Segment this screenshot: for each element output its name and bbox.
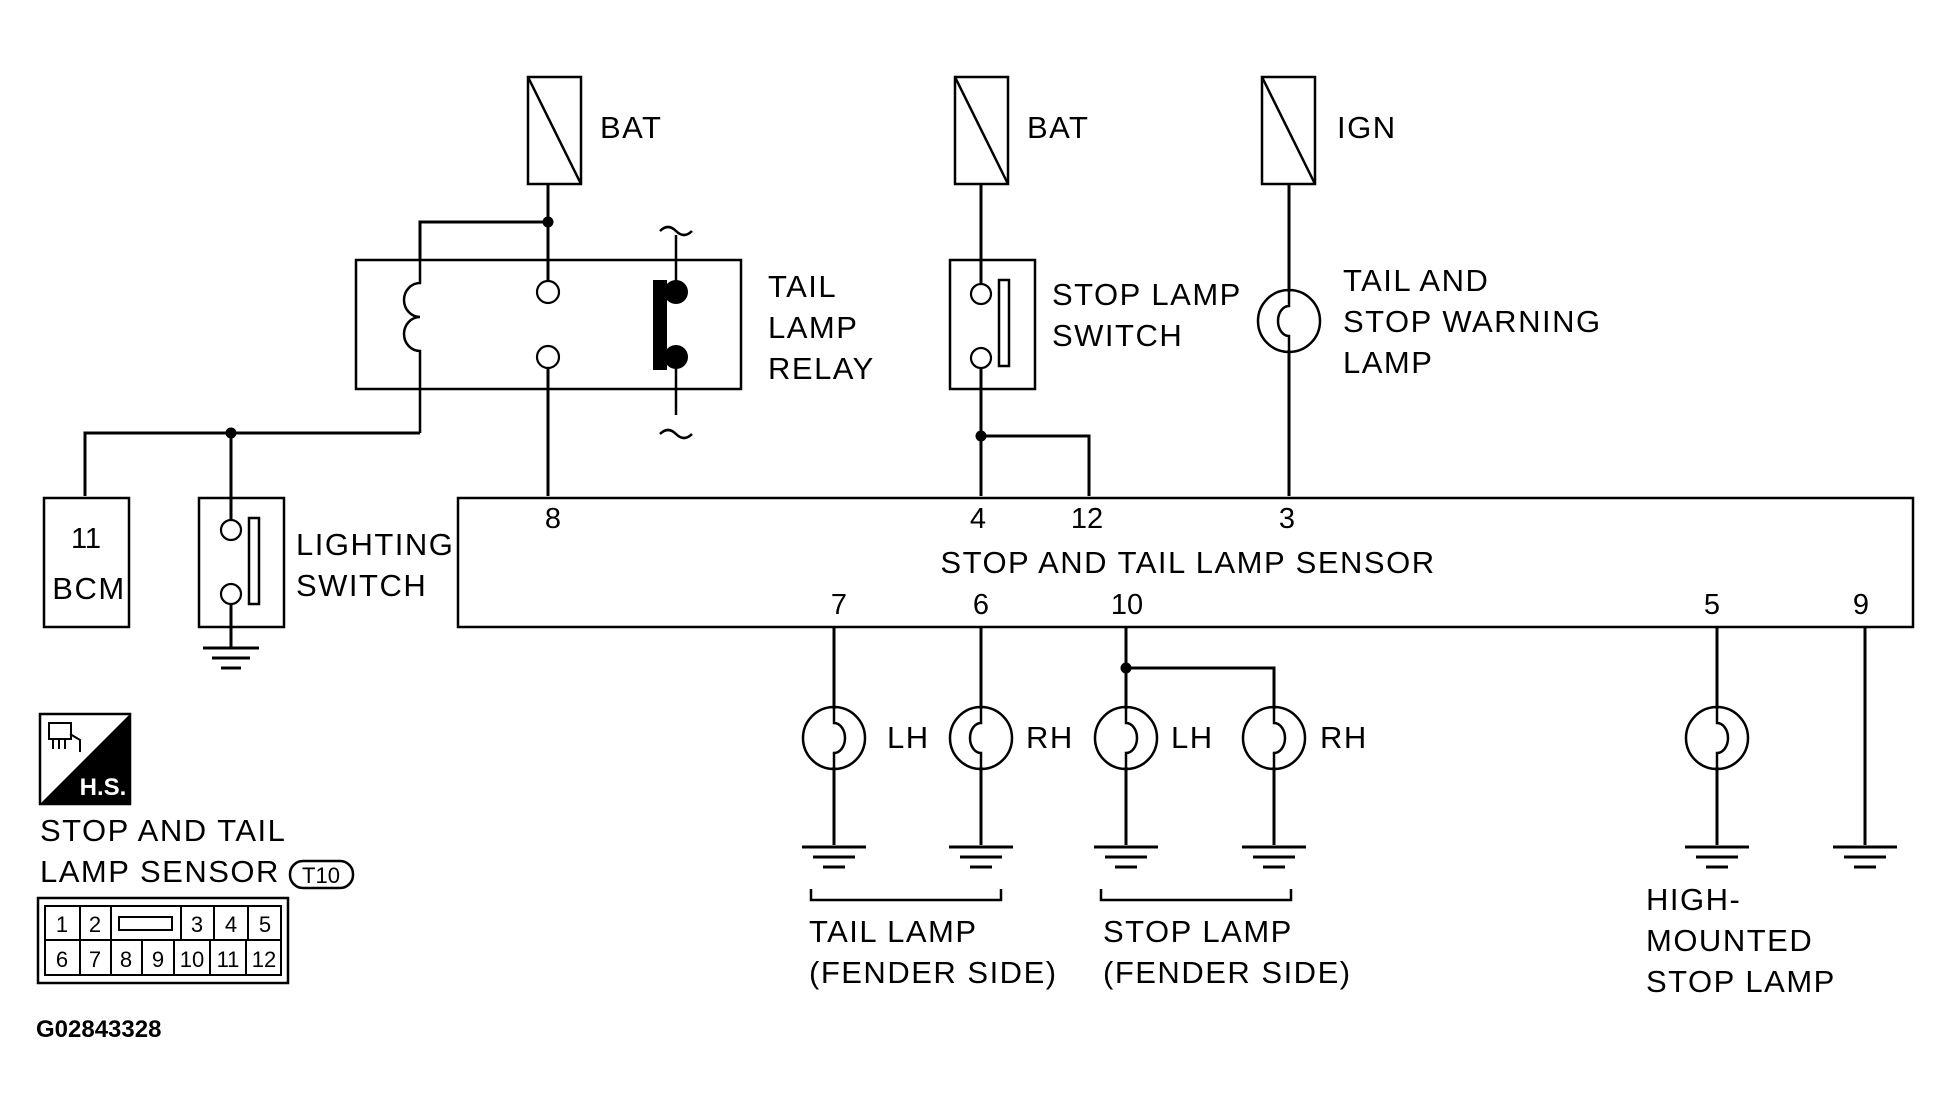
connector-cell: 3 — [191, 912, 203, 937]
sensor-pin-4: 4 — [970, 503, 986, 535]
ground-icon-tail-rh — [949, 845, 1013, 869]
fuse-bat-switch — [953, 75, 1010, 186]
sensor-pin-3: 3 — [1279, 503, 1295, 535]
tail-lamp-group-label-2: (FENDER SIDE) — [809, 955, 1058, 990]
fuse-bat-relay-label: BAT — [600, 110, 663, 145]
stop-lamp-group-label-2: (FENDER SIDE) — [1103, 955, 1352, 990]
stop-switch-label-2: SWITCH — [1052, 318, 1183, 353]
stop-lamp-group-label-1: STOP LAMP — [1103, 914, 1293, 949]
fuse-ign-label: IGN — [1337, 110, 1397, 145]
bcm-box — [42, 496, 131, 629]
sensor-box — [456, 496, 1915, 629]
lighting-switch-label-1: LIGHTING — [296, 527, 454, 562]
tail-lamp-lh-icon — [801, 705, 867, 771]
stop-lamp-lh-label: LH — [1171, 720, 1214, 755]
sensor-title: STOP AND TAIL LAMP SENSOR — [940, 545, 1435, 580]
relay-coil-icon — [402, 222, 422, 433]
stop-lamp-switch — [948, 184, 1037, 496]
bcm-label: BCM — [52, 571, 125, 606]
high-mounted-label-3: STOP LAMP — [1646, 964, 1836, 999]
warning-lamp-label-3: LAMP — [1343, 345, 1433, 380]
stop-lamp-rh-label: RH — [1320, 720, 1368, 755]
connector-cell: 6 — [56, 947, 68, 972]
connector-cell: 2 — [89, 912, 101, 937]
relay-label-2: LAMP — [768, 310, 858, 345]
ground-icon-high-mounted — [1685, 845, 1749, 869]
sensor-pin-6: 6 — [973, 589, 989, 621]
stop-lamp-bracket — [1099, 889, 1293, 902]
sensor-pin-8: 8 — [545, 503, 561, 535]
connector-cell: 5 — [259, 912, 271, 937]
connector-cell: 8 — [120, 947, 132, 972]
lighting-switch — [197, 496, 286, 648]
warning-lamp-icon — [1256, 288, 1322, 354]
relay-label-1: TAIL — [768, 269, 837, 304]
ground-icon-pin9 — [1833, 845, 1897, 869]
stop-switch-label-1: STOP LAMP — [1052, 277, 1242, 312]
ground-icon-stop-rh — [1242, 845, 1306, 869]
bcm-pin: 11 — [71, 523, 101, 555]
tail-lamp-bracket — [809, 889, 1003, 902]
lighting-switch-label-2: SWITCH — [296, 568, 427, 603]
tail-lamp-relay — [354, 184, 743, 496]
tail-lamp-rh-label: RH — [1026, 720, 1074, 755]
connector-cell: 10 — [180, 947, 204, 972]
sensor-pin-10: 10 — [1111, 589, 1143, 621]
warning-lamp-label-2: STOP WARNING — [1343, 304, 1602, 339]
sensor-pin-5: 5 — [1704, 589, 1720, 621]
relay-label-3: RELAY — [768, 351, 875, 386]
ground-icon-stop-lh — [1094, 845, 1158, 869]
sensor-pin-12: 12 — [1071, 503, 1103, 535]
tail-lamp-lh-label: LH — [887, 720, 930, 755]
sensor-pin-7: 7 — [831, 589, 847, 621]
sensor-pin-9: 9 — [1853, 589, 1869, 621]
connector-code: T10 — [302, 863, 340, 888]
hs-badge-icon — [38, 712, 132, 806]
connector-title-2: LAMP SENSOR — [40, 854, 280, 889]
connector-cell: 11 — [217, 947, 240, 972]
connector-cell: 12 — [252, 947, 276, 972]
hs-badge-text: H.S. — [80, 774, 127, 801]
wave-top-icon — [659, 225, 693, 237]
wave-bottom-icon — [659, 428, 693, 440]
ground-icon-tail-lh — [802, 845, 866, 869]
fuse-bat-relay — [526, 75, 583, 186]
fuse-ign — [1260, 75, 1317, 186]
high-mounted-label-1: HIGH- — [1646, 882, 1741, 917]
high-mounted-label-2: MOUNTED — [1646, 923, 1813, 958]
stop-lamp-rh-icon — [1241, 705, 1307, 771]
connector-cell: 7 — [89, 947, 101, 972]
connector-cell: 1 — [56, 912, 68, 937]
stop-lamp-lh-icon — [1093, 705, 1159, 771]
connector-cell: 9 — [152, 947, 164, 972]
figure-id: G02843328 — [36, 1016, 161, 1043]
ground-icon-lighting — [203, 646, 259, 670]
high-mounted-lamp-icon — [1684, 705, 1750, 771]
connector-cell: 4 — [225, 912, 237, 937]
warning-lamp-label-1: TAIL AND — [1343, 263, 1489, 298]
fuse-bat-switch-label: BAT — [1027, 110, 1090, 145]
connector-code-badge — [288, 859, 355, 890]
tail-lamp-rh-icon — [948, 705, 1014, 771]
connector-title-1: STOP AND TAIL — [40, 813, 286, 848]
tail-lamp-group-label-1: TAIL LAMP — [809, 914, 978, 949]
connector-face — [36, 896, 290, 985]
